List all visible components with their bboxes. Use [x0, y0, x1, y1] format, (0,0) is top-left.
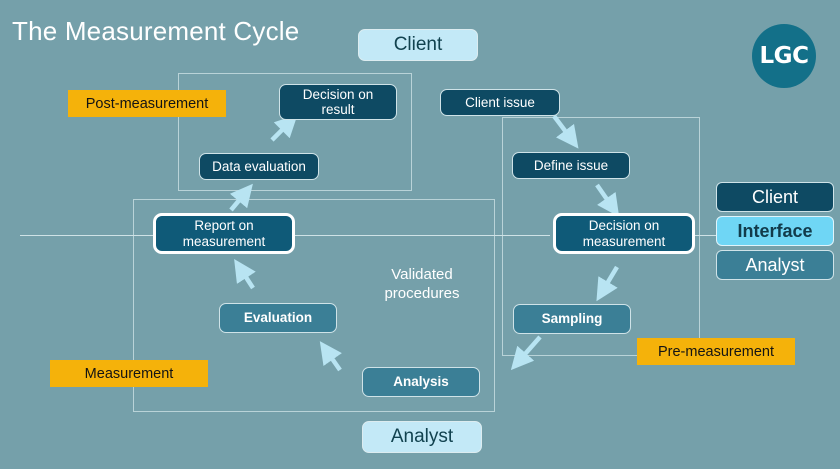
phase-tag-measurement-label: Measurement	[84, 365, 174, 382]
legend-item-analyst[interactable]: Analyst	[716, 250, 834, 280]
node-data-evaluation[interactable]: Data evaluation	[199, 153, 319, 180]
role-chip-analyst[interactable]: Analyst	[362, 421, 482, 453]
node-analysis[interactable]: Analysis	[362, 367, 480, 397]
node-evaluation[interactable]: Evaluation	[219, 303, 337, 333]
legend-item-client-label: Client	[751, 186, 799, 207]
phase-tag-measurement[interactable]: Measurement	[50, 360, 208, 387]
node-decision-on-result[interactable]: Decision on result	[279, 84, 397, 120]
role-chip-client[interactable]: Client	[358, 29, 478, 61]
phase-tag-post-measurement-label: Post-measurement	[85, 95, 209, 112]
validated-procedures-line2: procedures	[384, 284, 460, 302]
legend: Client Interface Analyst	[716, 182, 834, 284]
node-decision-on-measurement-line1: Decision on	[588, 218, 660, 234]
phase-tag-pre-measurement-label: Pre-measurement	[657, 343, 775, 360]
page-title: The Measurement Cycle	[12, 16, 300, 46]
node-client-issue-label: Client issue	[465, 94, 535, 110]
legend-item-interface[interactable]: Interface	[716, 216, 834, 246]
validated-procedures-line1: Validated	[391, 266, 453, 283]
measurement-frame	[133, 199, 495, 412]
node-decision-on-result-line2: result	[321, 102, 355, 117]
legend-item-interface-label: Interface	[737, 220, 813, 241]
node-report-on-measurement-line1: Report on	[194, 218, 254, 234]
node-decision-on-measurement[interactable]: Decision on measurement	[553, 213, 695, 254]
lgc-logo-text: LGC	[759, 43, 809, 69]
node-client-issue[interactable]: Client issue	[440, 89, 560, 116]
node-define-issue-label: Define issue	[533, 157, 609, 173]
node-data-evaluation-label: Data evaluation	[212, 158, 306, 174]
node-analysis-label: Analysis	[393, 374, 449, 390]
legend-item-analyst-label: Analyst	[745, 254, 805, 275]
post-measurement-frame	[178, 73, 412, 191]
node-define-issue[interactable]: Define issue	[512, 152, 630, 179]
interface-line-right	[694, 235, 724, 236]
node-report-on-measurement[interactable]: Report on measurement	[153, 213, 295, 254]
role-chip-client-label: Client	[393, 34, 443, 55]
validated-procedures-caption: Validated procedures	[362, 266, 482, 304]
node-sampling-label: Sampling	[541, 311, 603, 327]
node-decision-on-measurement-line2: measurement	[582, 233, 666, 249]
phase-tag-pre-measurement[interactable]: Pre-measurement	[637, 338, 795, 365]
phase-tag-post-measurement[interactable]: Post-measurement	[68, 90, 226, 117]
node-report-on-measurement-line2: measurement	[182, 233, 266, 249]
node-decision-on-result-line1: Decision on	[302, 86, 374, 102]
role-chip-analyst-label: Analyst	[390, 426, 454, 447]
lgc-logo: LGC	[752, 24, 816, 88]
legend-item-client[interactable]: Client	[716, 182, 834, 212]
node-evaluation-label: Evaluation	[243, 310, 313, 326]
pre-measurement-frame	[502, 117, 700, 356]
node-sampling[interactable]: Sampling	[513, 304, 631, 334]
